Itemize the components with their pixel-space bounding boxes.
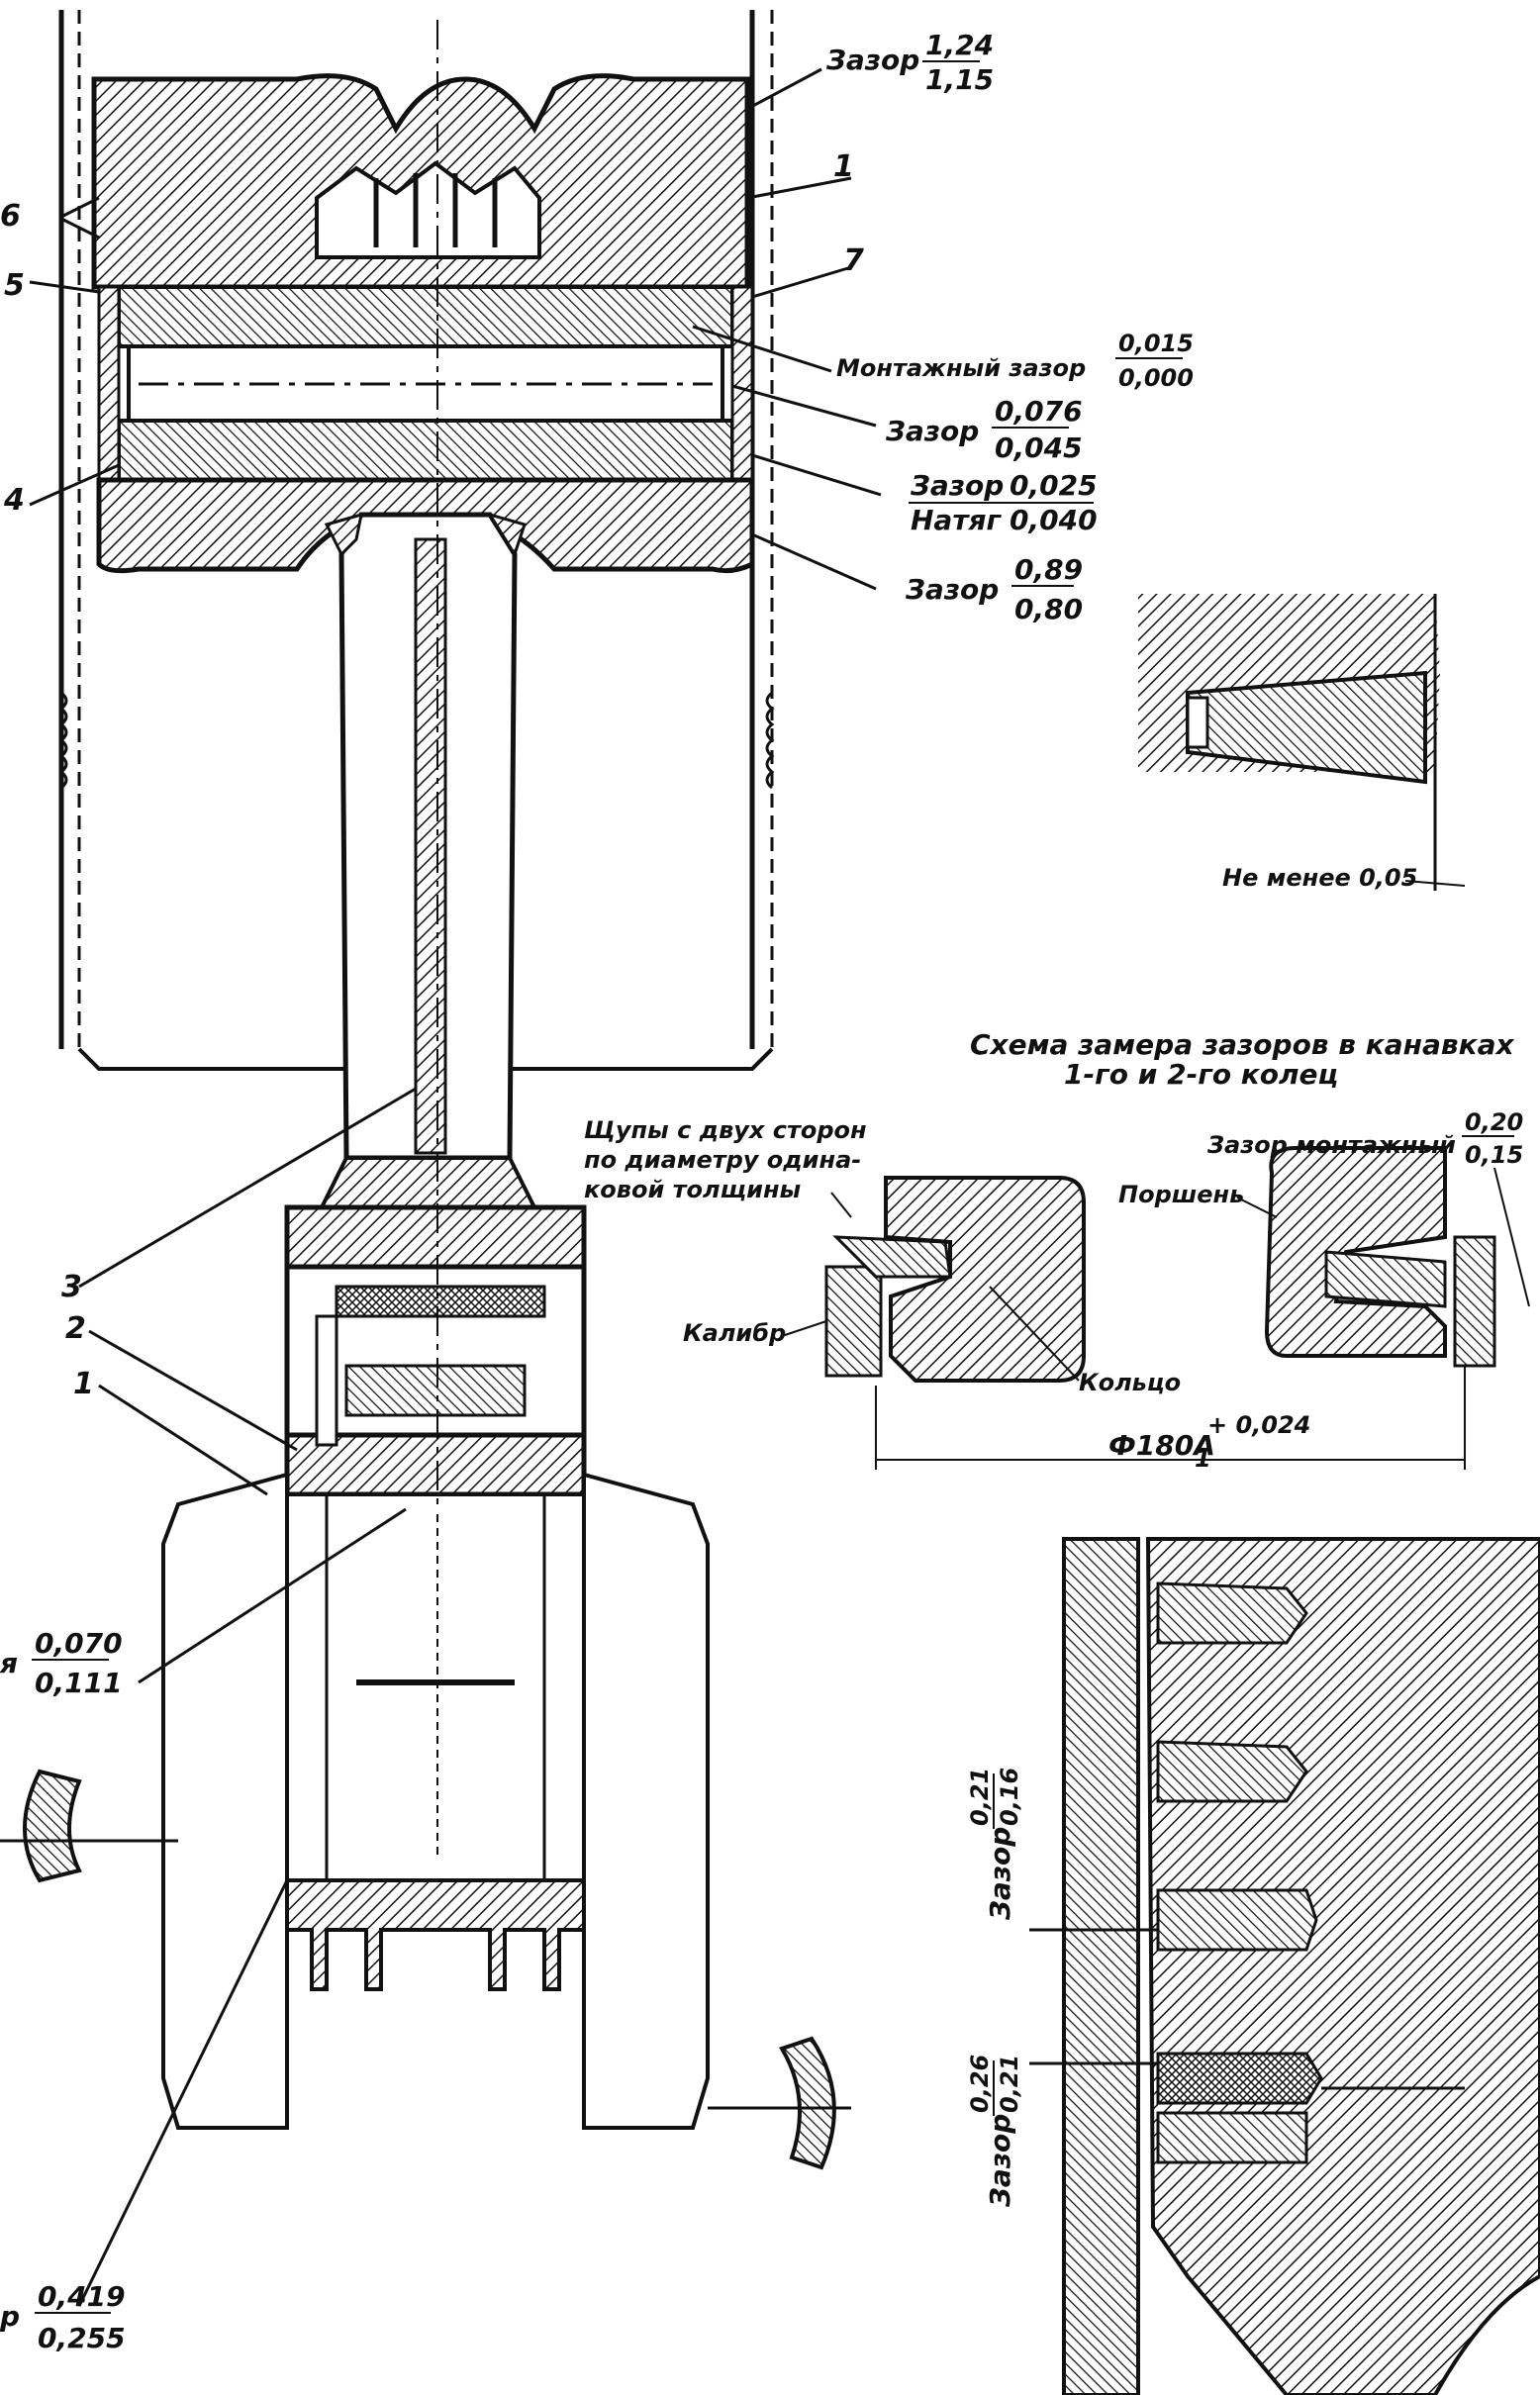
- piston-skirt: [96, 285, 755, 574]
- piston-pin: [117, 285, 734, 482]
- callout-6: 6: [0, 199, 21, 234]
- gap-4-label: Зазор 0,89 0,80: [905, 553, 1083, 625]
- svg-text:1-го и 2-го колец: 1-го и 2-го колец: [1064, 1058, 1338, 1091]
- svg-text:0,26: 0,26: [966, 2055, 994, 2113]
- svg-text:Монтажный зазор: Монтажный зазор: [836, 354, 1086, 382]
- callout-2: 2: [65, 1311, 86, 1346]
- svg-text:Ф180А: Ф180А: [1108, 1429, 1215, 1462]
- callout-4: 4: [3, 483, 25, 518]
- svg-text:Схема замера зазоров в канавка: Схема замера зазоров в канавках: [970, 1028, 1514, 1061]
- svg-text:+ 0,024: + 0,024: [1207, 1411, 1310, 1439]
- svg-text:Зазор: Зазор: [885, 415, 979, 447]
- svg-text:Щупы с двух сторон: Щупы с двух сторон: [584, 1116, 867, 1144]
- ring-section-bottom: [1029, 1537, 1540, 2395]
- svg-text:0,20: 0,20: [1465, 1108, 1523, 1136]
- not-less-label: Не менее 0,05: [1222, 864, 1417, 892]
- svg-text:я: я: [0, 1647, 18, 1679]
- svg-text:0,419: 0,419: [38, 2280, 126, 2313]
- svg-text:0,15: 0,15: [1465, 1141, 1523, 1169]
- svg-text:Зазор: Зазор: [910, 469, 1004, 502]
- diameter-dimension: Ф180А 1 + 0,024: [875, 1366, 1466, 1473]
- gap-left-2-label: р 0,419 0,255: [0, 2280, 126, 2354]
- probes-note: Щупы с двух сторон по диаметру одина- ко…: [584, 1116, 867, 1218]
- gap-b-label: Зазор 0,26 0,21: [966, 2055, 1023, 2208]
- svg-text:0,89: 0,89: [1014, 553, 1083, 586]
- svg-text:0,21: 0,21: [996, 2055, 1023, 2113]
- callout-7: 7: [843, 243, 864, 278]
- svg-text:Зазор: Зазор: [984, 1827, 1016, 1921]
- piston-crown: [91, 73, 750, 290]
- svg-text:Зазор: Зазор: [905, 573, 999, 606]
- svg-text:0,040: 0,040: [1010, 504, 1098, 536]
- svg-text:0,045: 0,045: [995, 431, 1083, 464]
- connecting-rod: [318, 512, 538, 1209]
- callout-3: 3: [61, 1270, 82, 1304]
- leader-lines: [29, 67, 882, 2307]
- gauge-label: Калибр: [683, 1319, 786, 1347]
- crank-web: [0, 1472, 851, 2170]
- svg-text:0,255: 0,255: [38, 2322, 126, 2354]
- svg-text:0,111: 0,111: [35, 1667, 123, 1699]
- svg-text:по диаметру одина-: по диаметру одина-: [584, 1146, 861, 1174]
- svg-text:ковой толщины: ковой толщины: [584, 1176, 802, 1203]
- svg-text:Натяг: Натяг: [911, 504, 1003, 536]
- gauge-ring-sketch: Калибр Кольцо: [683, 1176, 1181, 1396]
- mount-gap-label: Зазор монтажный: [1206, 1131, 1456, 1159]
- svg-text:Зазор: Зазор: [984, 2114, 1016, 2208]
- svg-text:0,21: 0,21: [966, 1768, 994, 1826]
- ring-label: Кольцо: [1079, 1369, 1181, 1396]
- gap-mounting-label: Монтажный зазор 0,015 0,000: [836, 330, 1194, 392]
- big-end: [284, 1204, 587, 1507]
- gap-3-label: Зазор 0,025 Натяг 0,040: [909, 469, 1098, 536]
- gap-2-label: Зазор 0,076 0,045: [885, 395, 1083, 464]
- svg-text:0,025: 0,025: [1010, 469, 1098, 502]
- gap-top-label: Зазор 1,24 1,15: [825, 29, 994, 96]
- svg-text:0,000: 0,000: [1118, 364, 1194, 392]
- svg-text:0,015: 0,015: [1118, 330, 1194, 357]
- gap-left-1-label: я 0,070 0,111: [0, 1627, 123, 1699]
- piston-label: Поршень: [1118, 1181, 1244, 1208]
- svg-text:1,24: 1,24: [925, 29, 994, 61]
- svg-text:Зазор: Зазор: [825, 44, 919, 76]
- svg-text:1: 1: [1195, 1445, 1211, 1473]
- piston-groove-sketch: Поршень Зазор монтажный 0,20 0,15: [1118, 1108, 1530, 1368]
- callout-1-top: 1: [833, 149, 854, 184]
- callout-5: 5: [4, 268, 25, 303]
- svg-text:р: р: [0, 2300, 20, 2333]
- svg-text:0,070: 0,070: [35, 1627, 123, 1660]
- svg-text:1,15: 1,15: [925, 63, 994, 96]
- svg-text:0,16: 0,16: [996, 1768, 1023, 1826]
- callout-1-bottom: 1: [73, 1367, 94, 1401]
- ring-groove-detail: Не менее 0,05: [1138, 594, 1466, 892]
- svg-text:0,80: 0,80: [1014, 593, 1083, 625]
- gap-a-label: Зазор 0,21 0,16: [966, 1768, 1023, 1921]
- measurement-scheme-title: Схема замера зазоров в канавках 1-го и 2…: [970, 1028, 1514, 1091]
- svg-text:0,076: 0,076: [995, 395, 1083, 428]
